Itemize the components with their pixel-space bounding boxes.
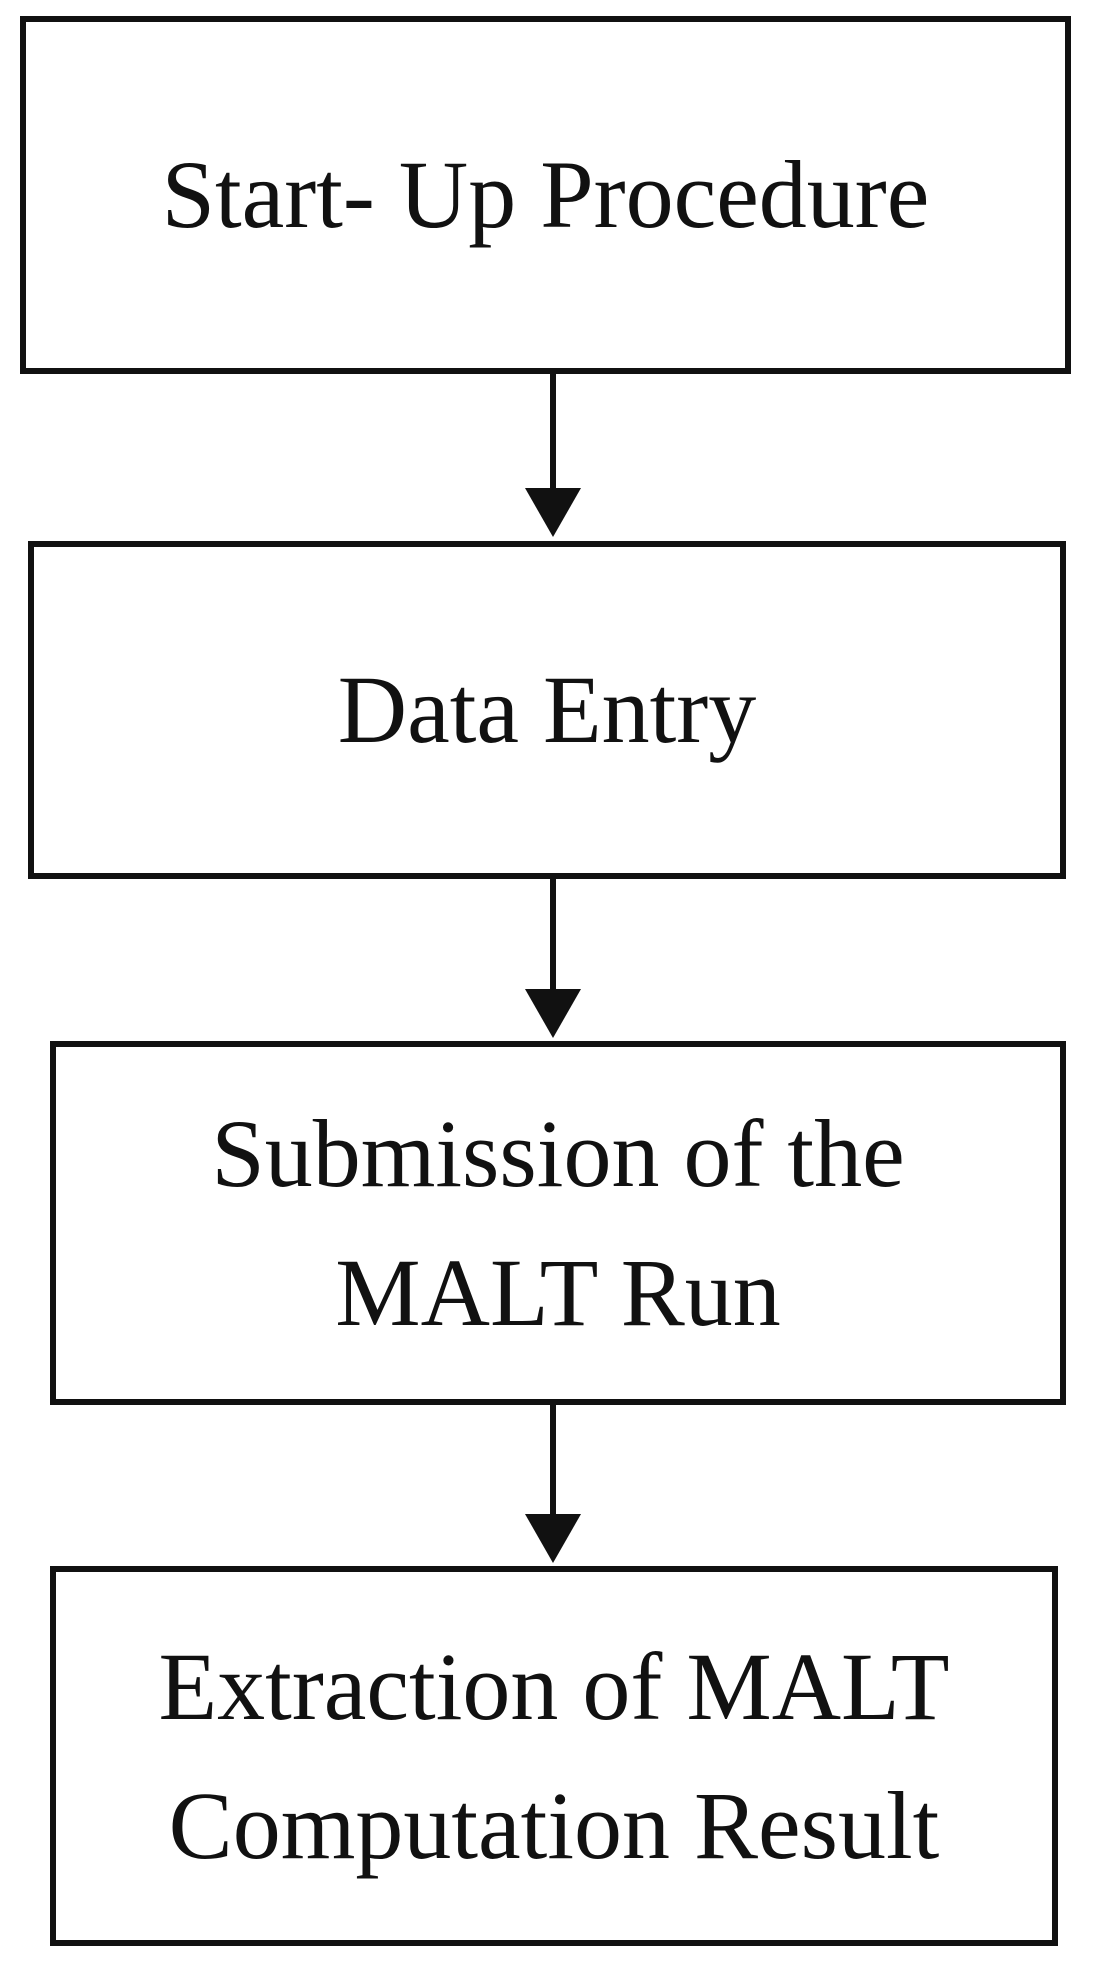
arrow-2-to-3 (525, 879, 581, 1038)
arrow-1-to-2 (525, 374, 581, 537)
arrow-3-to-4 (525, 1405, 581, 1563)
step-label: Start- Up Procedure (161, 141, 930, 249)
step-box-start-up-procedure: Start- Up Procedure (20, 16, 1071, 374)
step-label: Data Entry (337, 656, 757, 764)
step-label: Extraction of MALT Computation Result (158, 1632, 950, 1879)
step-box-data-entry: Data Entry (28, 541, 1066, 879)
step-box-extraction-of-malt-result: Extraction of MALT Computation Result (50, 1566, 1058, 1946)
step-label: Submission of the MALT Run (211, 1099, 905, 1346)
step-box-submission-of-malt-run: Submission of the MALT Run (50, 1041, 1066, 1405)
